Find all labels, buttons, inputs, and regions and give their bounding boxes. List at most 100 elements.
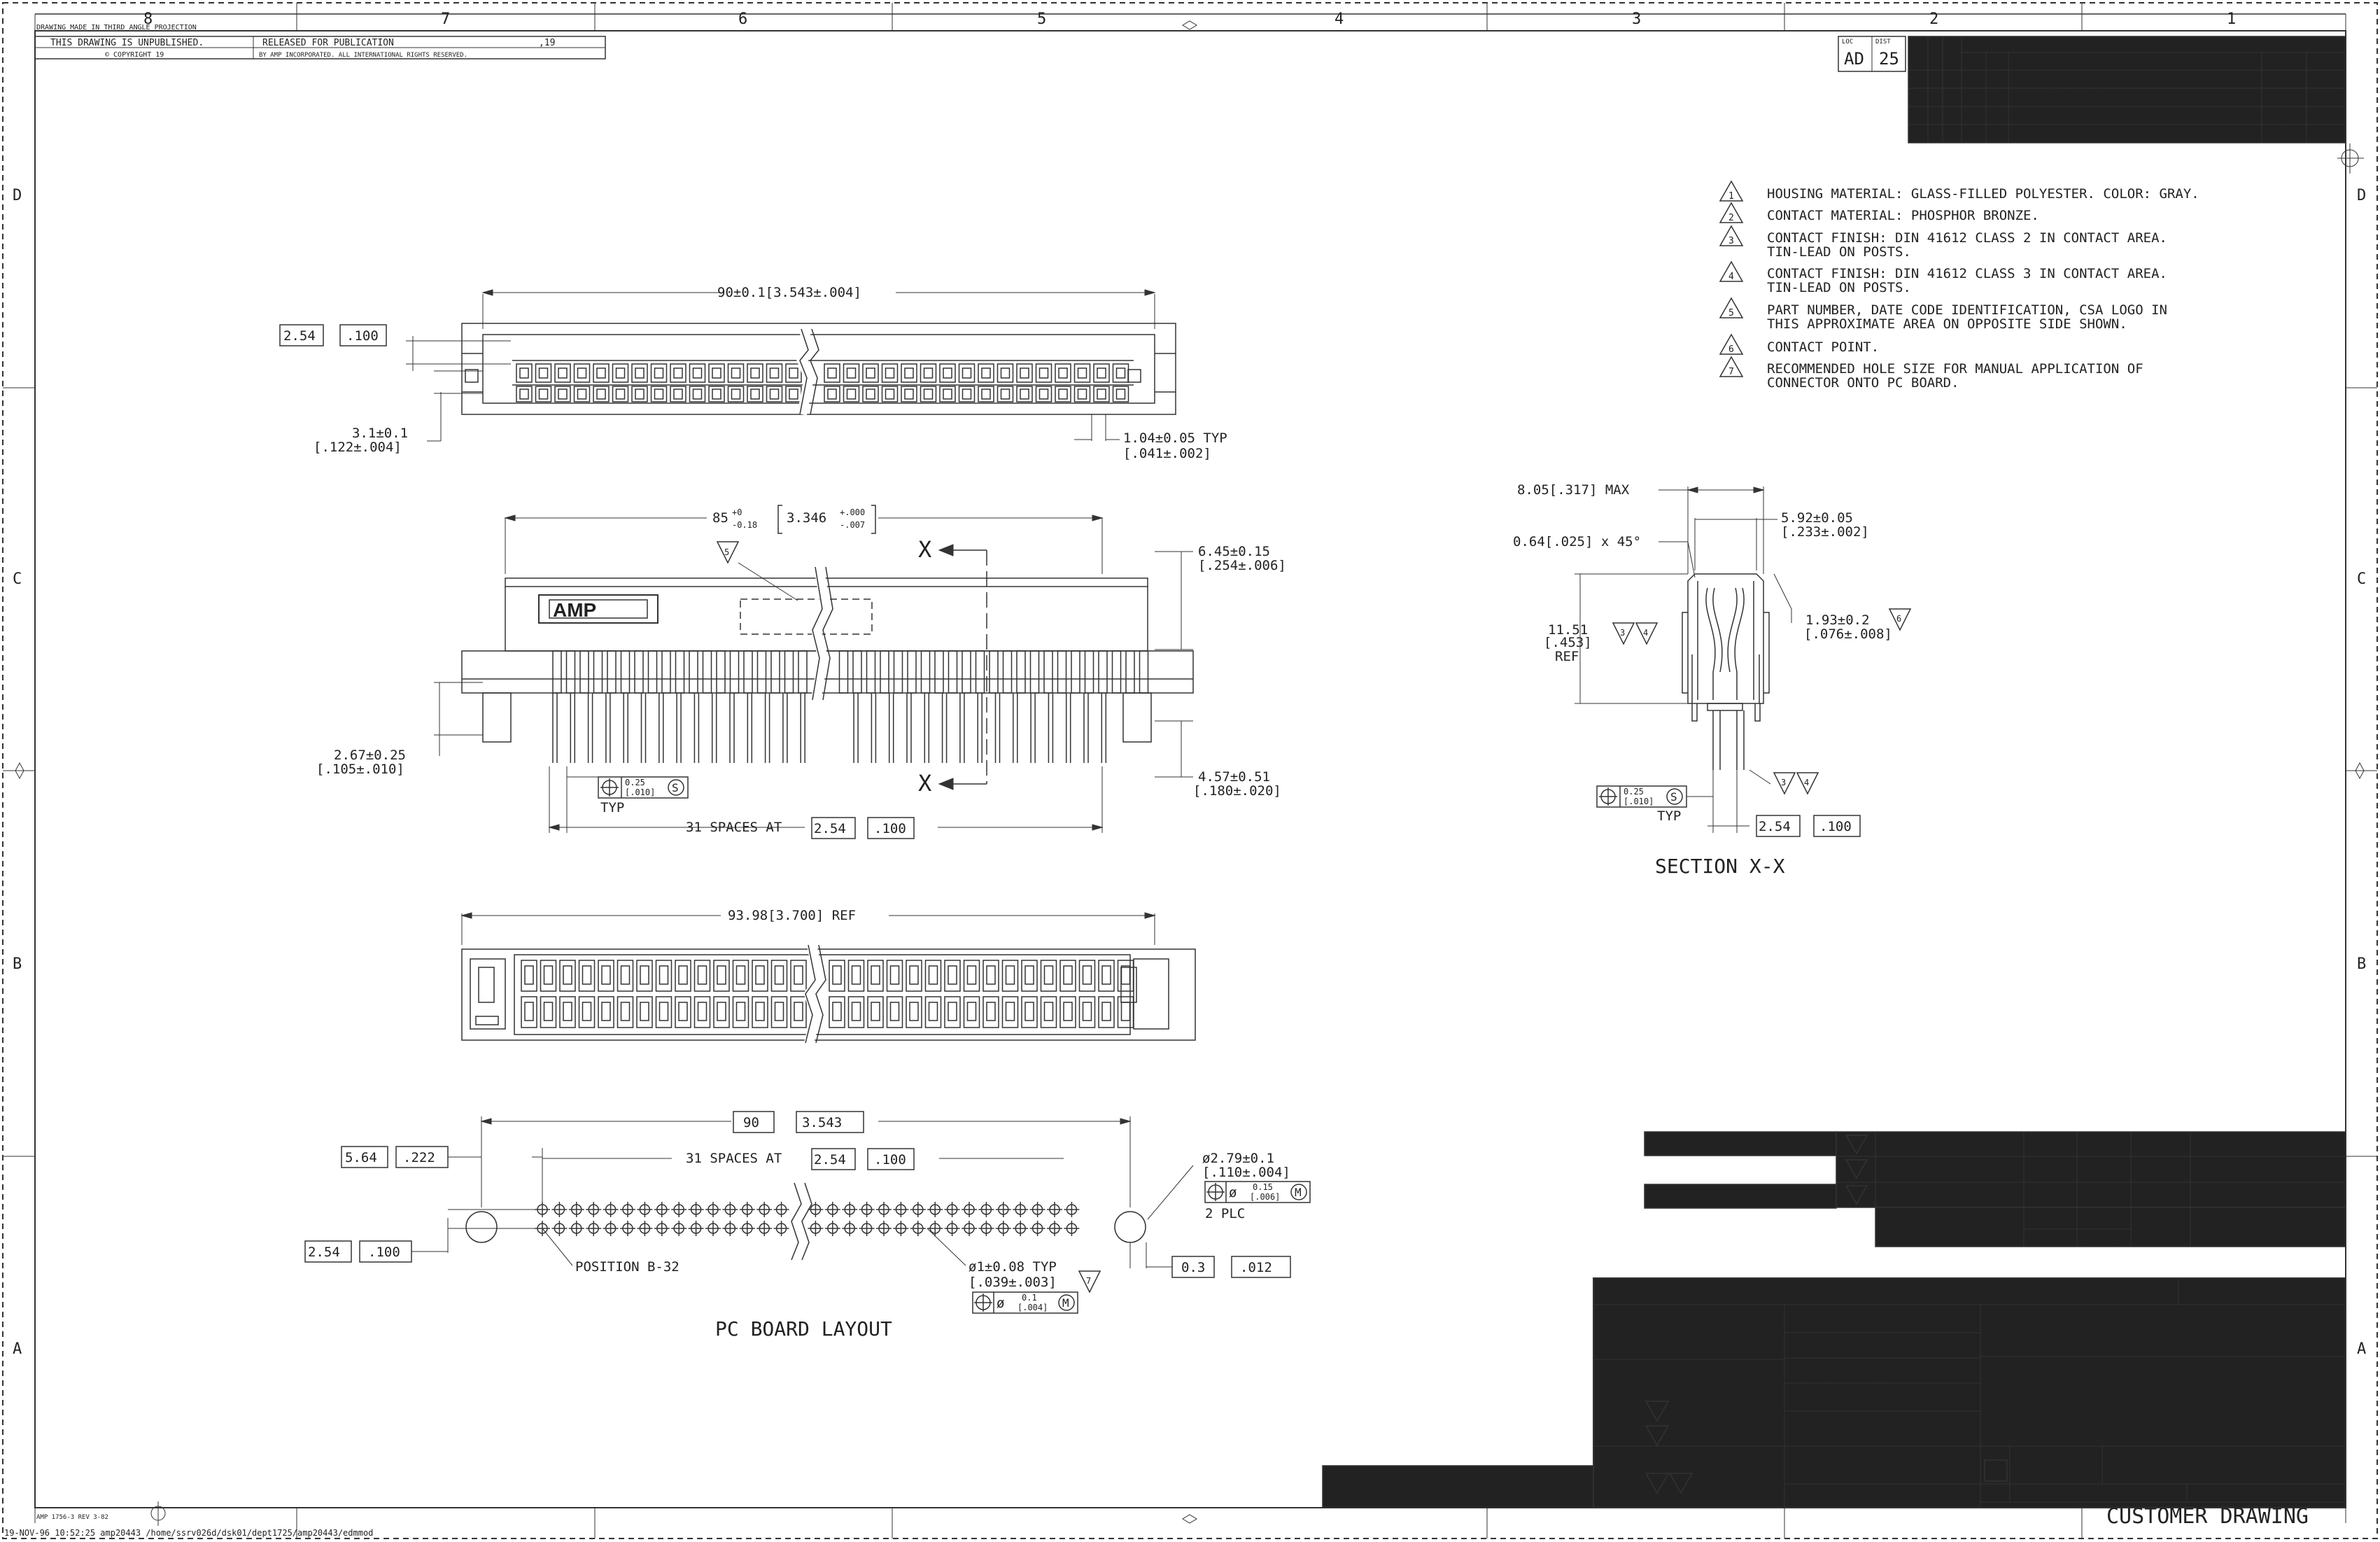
- pin-cell-inner: [673, 367, 683, 379]
- note-text: HOUSING MATERIAL: GLASS-FILLED POLYESTER…: [1767, 186, 2199, 202]
- bottom-view: [461, 944, 1196, 1044]
- diameter-symbol: ø: [1229, 1185, 1237, 1200]
- tol-0-25-inch: [.010]: [625, 787, 655, 797]
- contact-cell: [598, 960, 614, 992]
- dim-85-tol-upper: +0: [732, 507, 742, 517]
- scale-value: 4:1: [2045, 1486, 2070, 1503]
- pin-cell-inner: [538, 367, 549, 379]
- contact-cell-inner: [659, 965, 669, 985]
- pin-cell-inner: [731, 367, 741, 379]
- header-no-of: NO. OF: [2141, 1212, 2171, 1222]
- dim-0-3: 0.3: [1181, 1260, 1205, 1275]
- rev-appd: CR: [2318, 92, 2332, 106]
- chk-name: R. PATTERSON: [1798, 1344, 1889, 1359]
- material-label: MATERIAL: [1596, 1386, 1643, 1397]
- contact-cell: [829, 996, 845, 1028]
- front-view-dims: 85 +0 -0.18 3.346 +.000 -.007 5 X X 6.45…: [316, 505, 1286, 839]
- contact-cell: [847, 960, 865, 992]
- header-loaded: LOADED: [2141, 1223, 2171, 1233]
- contact-cell: [1078, 996, 1096, 1028]
- contact-cell-inner: [1024, 965, 1034, 985]
- rev-date: 11/18/96: [2263, 132, 2300, 141]
- pin-cell-inner: [846, 367, 857, 379]
- dim-pcb-90: 90: [743, 1115, 759, 1130]
- fin-note-flag: 4: [1678, 1479, 1683, 1489]
- part-no-label: PART NO: [2239, 1288, 2281, 1299]
- contact-cell: [636, 996, 653, 1028]
- dim-11-51-inch: [.453]: [1544, 635, 1592, 650]
- note-3-flag: 3: [1781, 778, 1786, 787]
- pin-cell-inner: [1115, 367, 1126, 379]
- dns-line: DIMENSIONS IN mm [INCHES]: [1596, 1329, 1744, 1340]
- title-block: PART NO DO NOT SCALE PRINT. UNLESS SPECI…: [1322, 1277, 2346, 1529]
- note-number: 7: [1728, 367, 1734, 377]
- comb-tooth: [1084, 650, 1094, 694]
- contact-cell-inner: [524, 965, 534, 985]
- parts-count: 64: [2152, 1163, 2168, 1179]
- contact-cell: [867, 960, 884, 992]
- dim-pitch-mm: 2.54: [308, 1245, 340, 1260]
- contact-cell: [732, 996, 749, 1028]
- pin-cell-inner: [635, 388, 645, 400]
- comb-tooth: [756, 650, 767, 694]
- tol-0-25-inch: [.010]: [1624, 797, 1654, 806]
- contact-cell-inner: [620, 1002, 631, 1021]
- drawing-name-line1: RECEPTACLE ASSEMBLY, EUROCARD,: [2008, 1379, 2311, 1399]
- pin-cell-inner: [654, 367, 664, 379]
- hsg-label: HSG:: [1603, 1403, 1633, 1417]
- pin-cell: [535, 386, 552, 402]
- pin-cell-inner: [519, 367, 529, 379]
- pin-cell-inner: [692, 367, 703, 379]
- appd2-name: D.C. RUBENDALL: [1798, 1396, 1905, 1410]
- pin-cell-inner: [577, 367, 587, 379]
- pin-cell-inner: [519, 388, 529, 400]
- zone-top-8: 8: [143, 10, 153, 28]
- contact-cell-inner: [640, 965, 649, 985]
- contact-cell-inner: [871, 1002, 880, 1021]
- zone-side-b-right: B: [2357, 955, 2366, 973]
- contact-cell: [1059, 996, 1076, 1028]
- comb-tooth: [920, 650, 931, 694]
- chk-date: 12/11/92: [1917, 1334, 1978, 1349]
- pin-cell: [958, 363, 976, 383]
- pin-cell: [554, 363, 571, 383]
- contact-cell-inner: [524, 1002, 534, 1021]
- comb-tooth: [852, 650, 862, 694]
- chk-label: CHK: [1787, 1333, 1803, 1343]
- size-label: SIZE: [1983, 1448, 2004, 1458]
- pin-cell: [535, 363, 552, 383]
- bottom-view-contacts: [521, 960, 1134, 1028]
- dim-4-57: 4.57±0.51: [1198, 769, 1270, 785]
- comb-tooth: [593, 650, 603, 694]
- pin-cell: [631, 363, 648, 383]
- note-text: TIN-LEAD ON POSTS.: [1767, 244, 1911, 260]
- drawing-name-line2: TYPE "B" WITH BOARD-LOCKS: [2034, 1408, 2286, 1428]
- section-dims: 8.05[.317] MAX 5.92±0.05 [.233±.002] 0.6…: [1513, 482, 1912, 878]
- pin-cell-inner: [750, 367, 760, 379]
- header-a: A: [2099, 1213, 2108, 1228]
- contact-cell-inner: [563, 1002, 572, 1021]
- pin-cell: [920, 363, 937, 383]
- contact-cell: [963, 996, 980, 1028]
- contact-cell: [521, 996, 537, 1028]
- pin-cell-inner: [615, 367, 626, 379]
- note-text: CONTACT POINT.: [1767, 339, 1879, 355]
- dim-pitch-in: .100: [1819, 819, 1852, 834]
- contact-cell: [675, 960, 691, 992]
- contact-cell-inner: [601, 965, 611, 985]
- note-number: 5: [1728, 308, 1734, 318]
- note-7-flag: 7: [1086, 1276, 1091, 1286]
- pin-cell: [920, 386, 937, 402]
- header-positions: POSITIONS: [2134, 1233, 2180, 1243]
- contact-cell: [598, 996, 614, 1028]
- contact-cell-inner: [543, 1002, 554, 1021]
- dim-ref: REF: [1555, 649, 1579, 664]
- note-text: CONNECTOR ONTO PC BOARD.: [1767, 375, 1959, 391]
- rev-header-desc: DESCRIPTION: [2103, 60, 2145, 67]
- loc-dist-block: LOC AD DIST 25: [1838, 36, 1906, 72]
- pin-cell: [901, 363, 917, 383]
- table-note-flag: 3: [1854, 1191, 1859, 1200]
- tol-0-25: 0.25: [625, 778, 645, 787]
- contact-cell-inner: [832, 1002, 842, 1021]
